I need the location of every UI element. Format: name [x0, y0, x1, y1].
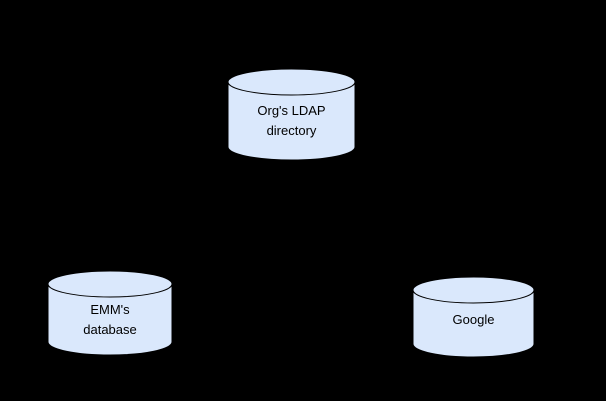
- database-node-emm[interactable]: EMM's database: [47, 270, 173, 356]
- cylinder-top-ellipse: [47, 270, 173, 298]
- cylinder-shape: [227, 68, 356, 161]
- cylinder-shape: [412, 276, 535, 358]
- cylinder-shape: [47, 270, 173, 356]
- database-node-ldap[interactable]: Org's LDAP directory: [227, 68, 356, 161]
- cylinder-top-ellipse: [227, 68, 356, 96]
- database-node-google[interactable]: Google: [412, 276, 535, 358]
- cylinder-top-ellipse: [412, 276, 535, 304]
